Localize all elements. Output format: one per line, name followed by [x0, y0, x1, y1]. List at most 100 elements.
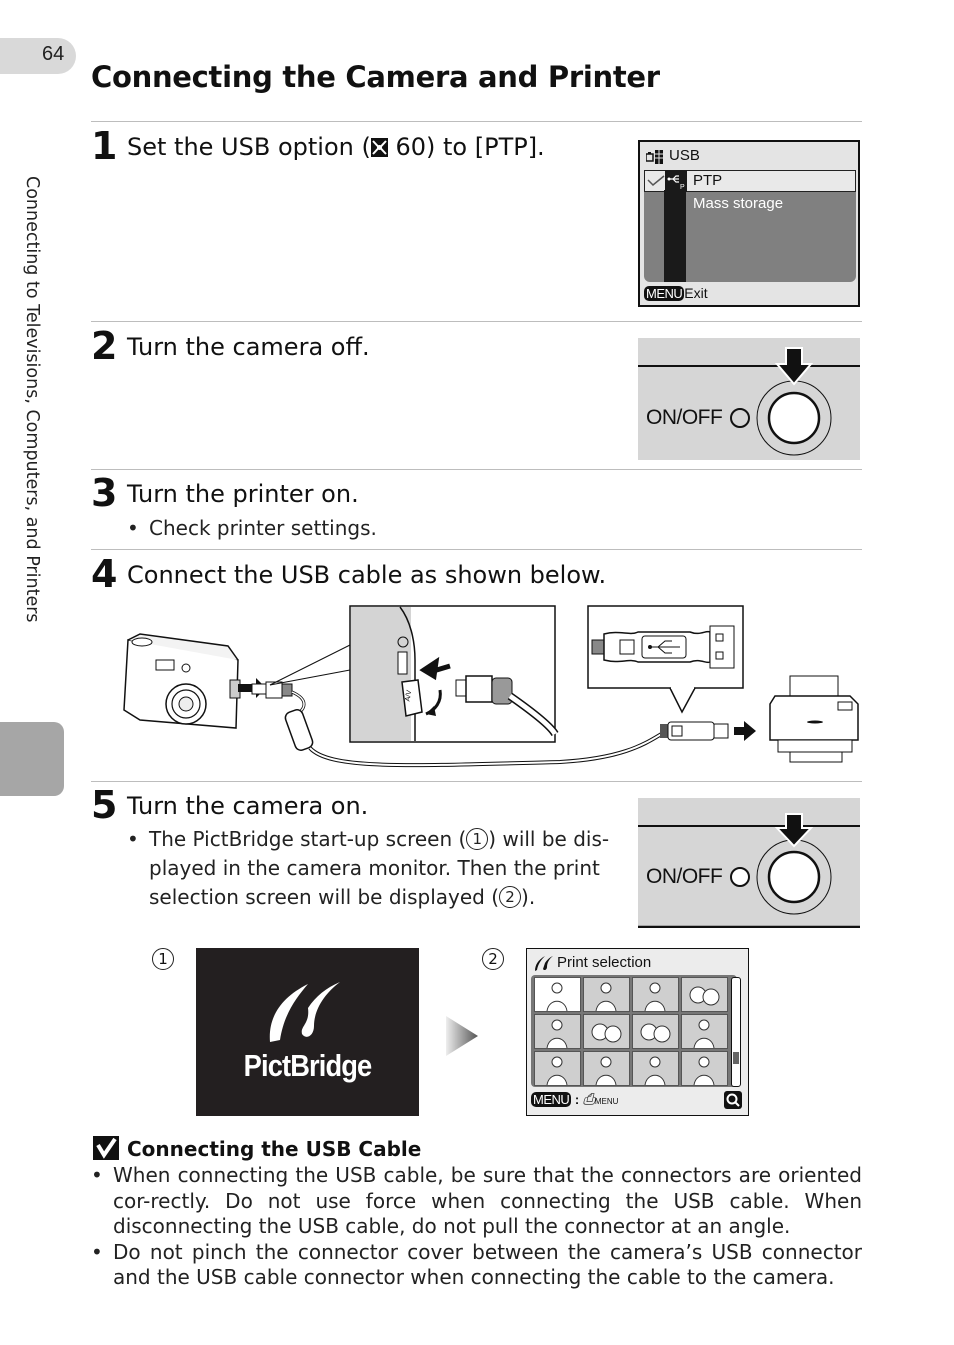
- page-number-tab: [0, 38, 76, 74]
- print-selection-screen: Print selection MENU : ⎙MENU: [526, 948, 749, 1116]
- thumbnail-woman-child[interactable]: [681, 1014, 728, 1049]
- note-title: Connecting the USB Cable: [127, 1137, 422, 1161]
- on-off-label: ON/OFF: [646, 865, 723, 888]
- step-1-text: Set the USB option ( 60) to [PTP].: [127, 135, 545, 159]
- thumbnail-woman-landscape[interactable]: [681, 1051, 728, 1086]
- page-number: 64: [42, 43, 65, 65]
- thumbnail-woman-child[interactable]: [583, 977, 630, 1012]
- print-set-icon: ⎙: [582, 1091, 595, 1108]
- power-switch-illustration-on: ON/OFF: [638, 798, 860, 928]
- scrollbar-thumb[interactable]: [733, 1052, 739, 1064]
- step-5-bullet: • The PictBridge start-up screen (1) will…: [127, 825, 617, 912]
- step-5-text: Turn the camera on.: [127, 792, 369, 820]
- note-item: • Do not pinch the connector cover betwee…: [91, 1240, 862, 1291]
- step-number: 4: [91, 552, 118, 596]
- screen-marker-2: 2: [482, 948, 504, 970]
- thumbnail-family-tree[interactable]: [632, 977, 679, 1012]
- pictbridge-startup-screen: PictBridge: [196, 948, 419, 1116]
- step-number: 2: [91, 324, 118, 368]
- menu-icon-column: [664, 190, 686, 282]
- thumbnail-family-tree[interactable]: [583, 1051, 630, 1086]
- usb-connection-illustration: A/V: [123, 605, 859, 768]
- chapter-side-label: Connecting to Televisions, Computers, an…: [22, 176, 52, 706]
- step-5: 5: [91, 786, 117, 824]
- usb-menu-title: USB: [669, 147, 700, 164]
- camera-illustration: [123, 633, 266, 729]
- bullet-dot: •: [91, 1163, 103, 1187]
- step-2-text: Turn the camera off.: [127, 333, 370, 361]
- thumbnail-flowers[interactable]: [681, 977, 728, 1012]
- divider: [91, 469, 862, 470]
- note-list: • When connecting the USB cable, be sure …: [91, 1163, 862, 1291]
- bullet-text: played in the camera monitor. Then the p…: [149, 856, 600, 880]
- thumbnail-woman-landscape[interactable]: [534, 977, 581, 1012]
- printer-illustration: [769, 675, 859, 763]
- power-button-diagram: [638, 813, 860, 928]
- svg-text:P: P: [680, 184, 685, 191]
- footer-sub-label: MENU: [594, 1097, 619, 1106]
- setup-icon: [645, 149, 664, 164]
- note-text: When connecting the USB cable, be sure t…: [113, 1163, 862, 1238]
- power-switch-illustration-off: ON/OFF: [638, 338, 860, 460]
- caution-check-icon: [93, 1136, 119, 1160]
- page-title: Connecting the Camera and Printer: [91, 60, 660, 94]
- step-4-text: Connect the USB cable as shown below.: [127, 561, 607, 589]
- bullet-text: The PictBridge start-up screen (: [149, 827, 467, 851]
- footer-separator: :: [574, 1092, 580, 1107]
- pictbridge-small-icon: [535, 956, 553, 971]
- menu-button-icon[interactable]: MENU: [644, 286, 685, 301]
- thumbnail-flowers[interactable]: [632, 1014, 679, 1049]
- menu-button-icon[interactable]: MENU: [531, 1092, 572, 1107]
- screen-marker-1: 1: [152, 948, 174, 970]
- pictbridge-label: PictBridge: [243, 1048, 373, 1083]
- exit-label: Exit: [684, 285, 708, 301]
- screen-ref-1: 1: [466, 828, 489, 850]
- usb-menu-item-mass-storage[interactable]: Mass storage: [693, 195, 784, 212]
- check-icon: [647, 173, 665, 192]
- pictbridge-logo-icon: [269, 982, 340, 1042]
- screen-ref-2: 2: [499, 886, 522, 908]
- step-number: 5: [91, 783, 118, 827]
- chapter-side-label-text: Connecting to Televisions, Computers, an…: [22, 176, 42, 623]
- step-number: 3: [91, 471, 118, 515]
- bullet-text: ) will be dis-: [488, 827, 610, 851]
- bullet-dot: •: [127, 827, 139, 851]
- power-button-diagram: [638, 347, 860, 456]
- note-text: Do not pinch the connector cover between…: [113, 1239, 862, 1290]
- bullet-dot: •: [91, 1239, 103, 1264]
- usb-ptp-icon: P: [665, 170, 687, 192]
- divider: [91, 321, 862, 322]
- bullet-text: selection screen will be displayed (: [149, 885, 500, 909]
- step-3: 3: [91, 474, 117, 512]
- step-2: 2: [91, 327, 117, 365]
- divider: [91, 121, 862, 122]
- next-arrow-icon: [446, 1016, 478, 1056]
- menu-item-label: PTP: [693, 172, 723, 189]
- av-port-label: A/V: [404, 689, 413, 702]
- step-number: 1: [91, 124, 118, 168]
- bullet-text: ).: [521, 885, 536, 909]
- bullet-text: Check printer settings.: [149, 516, 377, 540]
- thumbnail-woman-portrait[interactable]: [534, 1014, 581, 1049]
- print-selection-footer: MENU : ⎙MENU: [531, 1091, 618, 1108]
- thumbnail-woman-child[interactable]: [534, 1051, 581, 1086]
- step-3-bullet: • Check printer settings.: [127, 514, 377, 543]
- zoom-magnifier-icon[interactable]: [724, 1091, 742, 1109]
- step-text: Set the USB option (: [127, 133, 371, 161]
- print-selection-title: Print selection: [557, 954, 652, 971]
- usb-menu-item-ptp[interactable]: P PTP: [644, 170, 856, 192]
- bullet-dot: •: [127, 516, 139, 540]
- thumbnail-flowers[interactable]: [583, 1014, 630, 1049]
- thumbnail-woman-landscape[interactable]: [632, 1051, 679, 1086]
- step-1: 1: [91, 127, 117, 165]
- note-item: • When connecting the USB cable, be sure …: [91, 1163, 862, 1240]
- divider: [91, 781, 862, 782]
- step-4: 4: [91, 555, 117, 593]
- thumbnail-grid: [531, 975, 737, 1087]
- divider: [91, 549, 862, 550]
- scrollbar[interactable]: [731, 977, 741, 1087]
- reference-icon: [370, 138, 388, 157]
- chapter-tab-marker: [0, 722, 64, 796]
